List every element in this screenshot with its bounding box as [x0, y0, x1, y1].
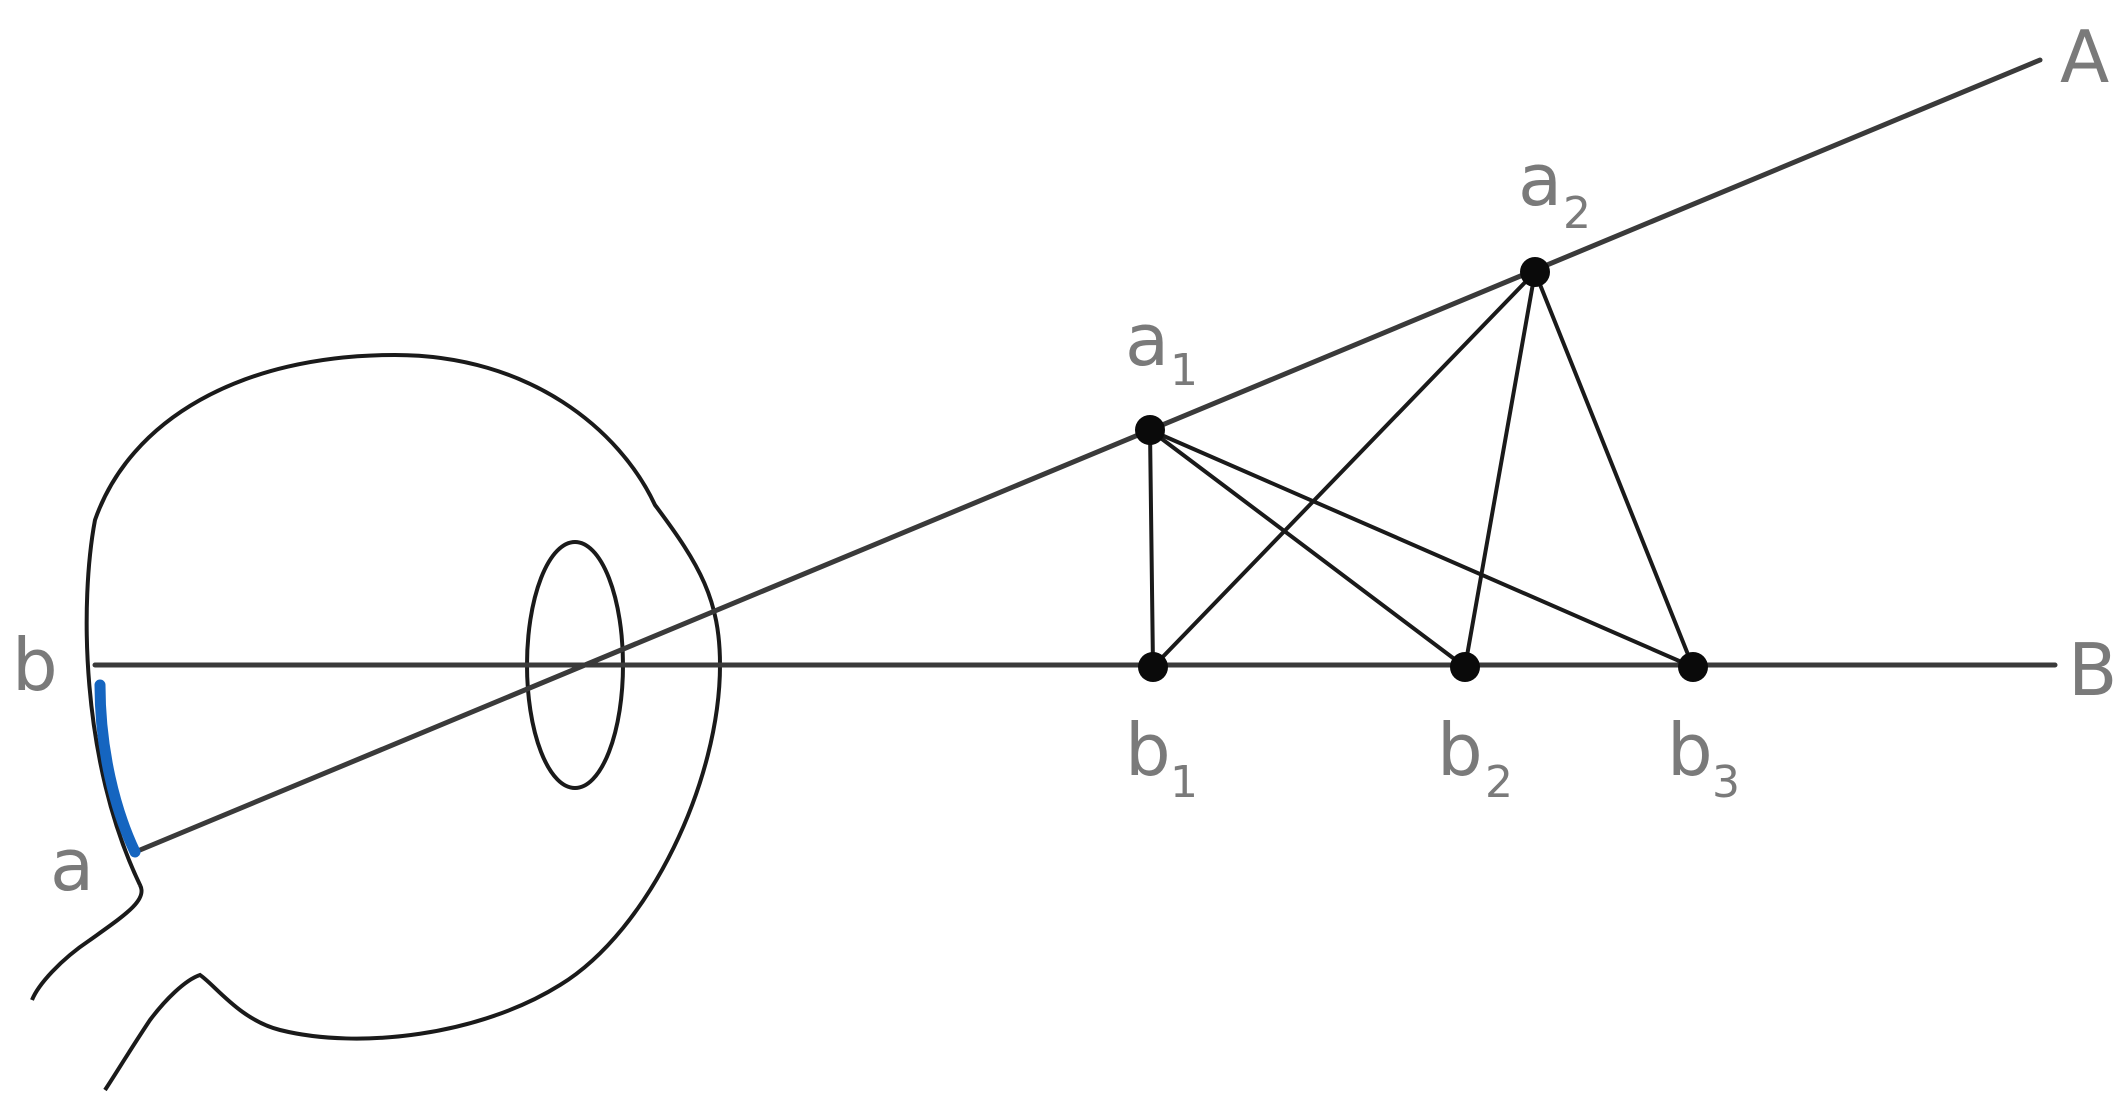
point-b1 [1138, 652, 1168, 682]
label-b2-sub: 2 [1485, 757, 1513, 808]
label-a1: a 1 [1125, 298, 1198, 396]
label-b1-base: b [1125, 708, 1171, 792]
line-a2-b1 [1151, 270, 1537, 669]
label-b1-sub: 1 [1170, 757, 1198, 808]
point-b3 [1678, 652, 1708, 682]
retinal-image-arc [94, 679, 141, 858]
label-b2-base: b [1437, 708, 1483, 792]
ray-a-to-A [137, 57, 2043, 853]
label-a1-sub: 1 [1170, 345, 1198, 396]
point-b2 [1450, 652, 1480, 682]
label-a2-sub: 2 [1563, 188, 1591, 239]
label-b2: b 2 [1437, 708, 1513, 808]
line-a1-b2 [1148, 428, 1467, 669]
label-b3: b 3 [1667, 708, 1740, 808]
line-a2-b2 [1463, 270, 1537, 669]
eyeball-outline [30, 352, 723, 1092]
line-a2-b3 [1533, 270, 1695, 669]
label-a2-base: a [1518, 138, 1562, 222]
point-a1 [1135, 415, 1165, 445]
label-B: B [2068, 628, 2117, 712]
point-a2 [1520, 257, 1550, 287]
label-b: b [12, 623, 58, 707]
label-b3-base: b [1667, 708, 1713, 792]
label-A: A [2060, 15, 2109, 99]
label-a2: a 2 [1518, 138, 1591, 239]
label-a: a [50, 823, 94, 907]
line-a1-b1 [1148, 428, 1155, 669]
label-b3-sub: 3 [1712, 757, 1740, 808]
label-b1: b 1 [1125, 708, 1198, 808]
line-a1-b3 [1148, 428, 1695, 669]
label-a1-base: a [1125, 298, 1169, 382]
